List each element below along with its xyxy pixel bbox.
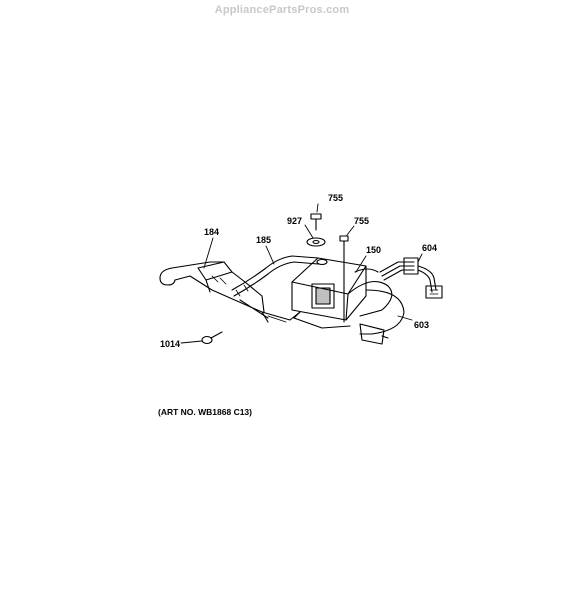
callout-604: 604 (422, 243, 437, 253)
hook-bracket-184 (159, 261, 269, 323)
connector-harness-604 (379, 257, 443, 299)
watermark-text: AppliancePartsPros.com (214, 4, 350, 16)
screw-1014 (201, 331, 223, 345)
screw-755-b (339, 235, 349, 323)
leader-603 (397, 315, 413, 321)
motor-assembly-150 (261, 257, 393, 329)
leader-184 (203, 237, 214, 269)
callout-150: 150 (366, 245, 381, 255)
callout-755-right: 755 (354, 216, 369, 226)
leader-927 (304, 224, 314, 239)
leader-755-b (346, 225, 355, 236)
leader-lines (180, 203, 423, 344)
washer-927 (306, 237, 326, 247)
wire-harness-185 (231, 255, 319, 297)
art-number-label: (ART NO. WB1868 C13) (158, 407, 252, 417)
leader-150 (355, 255, 367, 273)
callout-603: 603 (414, 320, 429, 330)
screw-755-a (310, 213, 322, 231)
wire-loop-603 (359, 289, 405, 345)
callout-184: 184 (204, 227, 219, 237)
callout-755-top: 755 (328, 193, 343, 203)
callout-1014: 1014 (160, 339, 180, 349)
leader-185 (265, 245, 275, 265)
leader-1014 (180, 340, 203, 344)
callout-185: 185 (256, 235, 271, 245)
callout-927: 927 (287, 216, 302, 226)
leader-755-a (316, 203, 319, 213)
leader-604 (417, 253, 423, 263)
